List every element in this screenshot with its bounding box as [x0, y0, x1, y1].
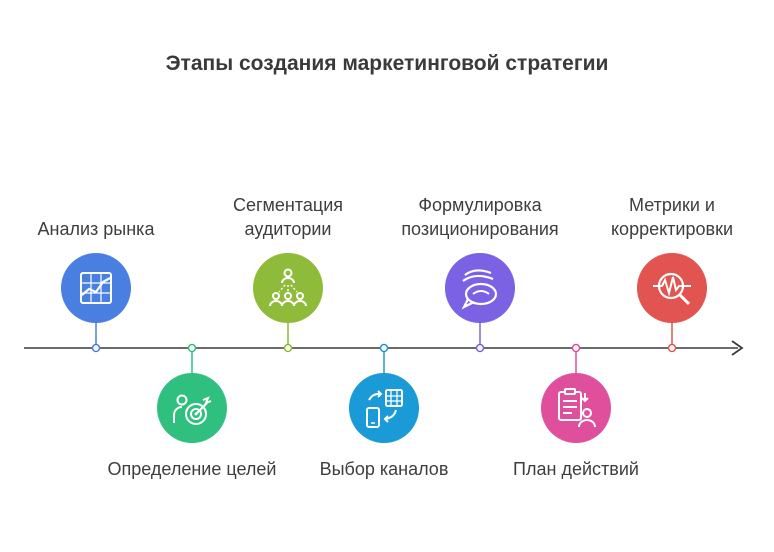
- step-node-segment: [253, 253, 323, 323]
- step-label-metrics: Метрики и корректировки: [610, 195, 733, 239]
- step-label-market: Анализ рынка: [37, 219, 155, 239]
- step-label-channels: Выбор каналов: [319, 459, 449, 479]
- timeline-dot-segment: [283, 343, 293, 353]
- step-node-positioning: [445, 253, 515, 323]
- step-node-goals: [157, 373, 227, 443]
- audience-segmentation-icon: [269, 268, 307, 307]
- step-node-market: [61, 253, 131, 323]
- metrics-magnifier-icon: [653, 272, 691, 306]
- plan-checklist-icon: [558, 388, 596, 428]
- step-node-channels: [349, 373, 419, 443]
- timeline-dot-channels: [379, 343, 389, 353]
- step-label-plan: План действий: [513, 459, 639, 479]
- step-node-plan: [541, 373, 611, 443]
- step-label-positioning: Формулировка позиционирования: [401, 195, 559, 239]
- timeline-dot-market: [91, 343, 101, 353]
- speech-bubble-icon: [461, 269, 498, 310]
- diagram-title: Этапы создания маркетинговой стратегии: [165, 52, 609, 75]
- step-node-metrics: [637, 253, 707, 323]
- market-chart-icon: [80, 272, 112, 304]
- timeline-dot-plan: [571, 343, 581, 353]
- target-person-icon: [173, 394, 212, 425]
- step-label-segment: Сегментация аудитории: [232, 195, 344, 239]
- timeline-arrowhead: [731, 340, 744, 356]
- step-label-goals: Определение целей: [107, 459, 277, 479]
- timeline-dot-positioning: [475, 343, 485, 353]
- channels-devices-icon: [366, 389, 403, 428]
- timeline-dot-goals: [187, 343, 197, 353]
- timeline-dot-metrics: [667, 343, 677, 353]
